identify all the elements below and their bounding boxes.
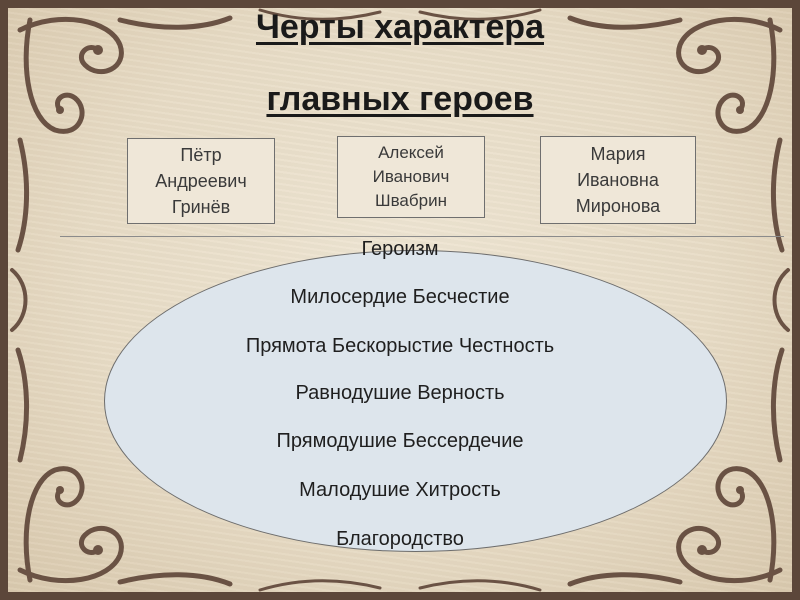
trait-line: Равнодушие Верность — [295, 382, 505, 404]
trait-line: Малодушие Хитрость — [299, 479, 501, 501]
hero-name-line: Иванович — [372, 167, 450, 186]
divider-line — [60, 236, 784, 237]
hero-box-shvabrin: Алексей Иванович Швабрин — [337, 136, 485, 218]
hero-box-mironova: Мария Ивановна Миронова — [540, 136, 696, 224]
hero-name-line: Мария — [590, 144, 646, 164]
hero-name-line: Ивановна — [577, 170, 659, 190]
trait-line: Милосердие Бесчестие — [290, 286, 510, 308]
trait-line: Героизм — [361, 238, 439, 260]
hero-name-line: Швабрин — [375, 191, 447, 210]
hero-name-line: Пётр — [180, 145, 222, 165]
hero-box-grinev: Пётр Андреевич Гринёв — [127, 138, 275, 224]
slide-title-line-2: главных героев — [266, 80, 534, 118]
trait-line: Прямодушие Бессердечие — [276, 430, 524, 452]
traits-ellipse — [104, 250, 727, 552]
hero-name-line: Алексей — [378, 143, 444, 162]
hero-name-line: Миронова — [575, 196, 661, 216]
hero-name-line: Андреевич — [155, 171, 247, 191]
hero-name-line: Гринёв — [171, 197, 231, 217]
trait-line: Прямота Бескорыстие Честность — [245, 335, 555, 357]
slide-title-line-1: Черты характера — [255, 8, 544, 46]
trait-line: Благородство — [336, 528, 464, 550]
